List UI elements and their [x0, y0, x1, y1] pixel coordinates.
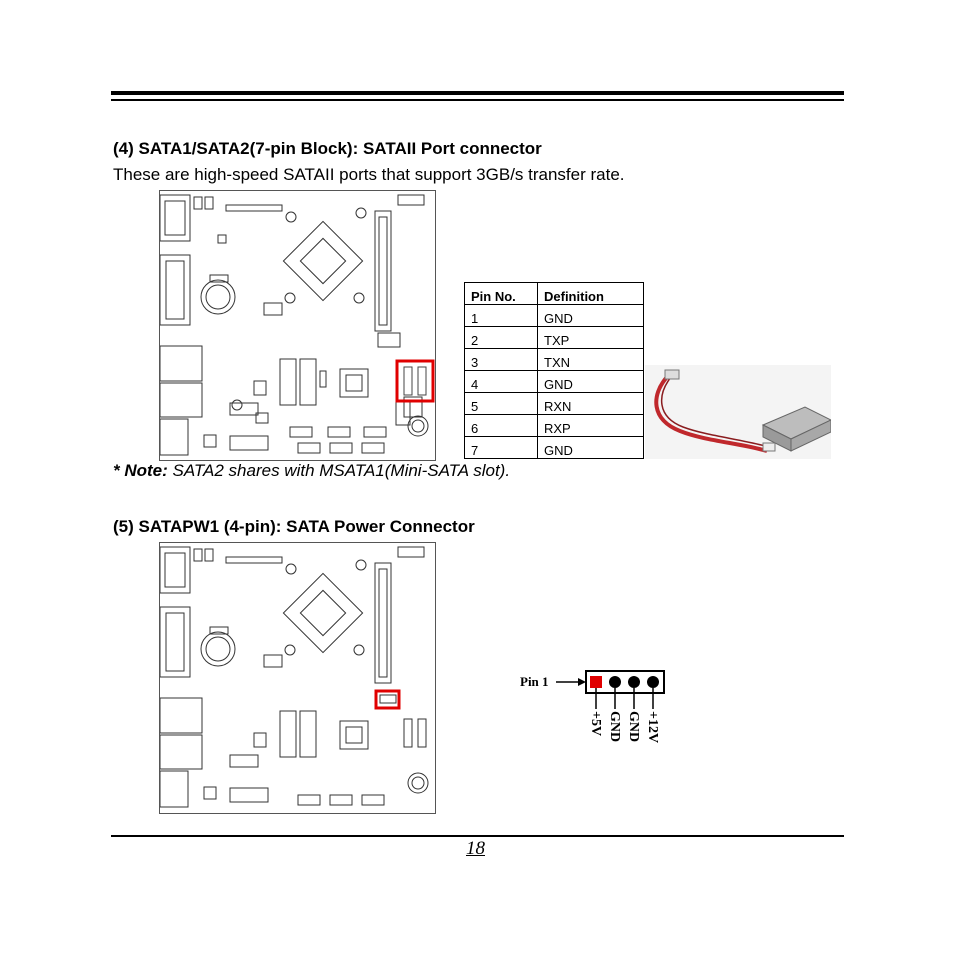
motherboard-diagram-power [159, 542, 436, 814]
pin-definition: GND [537, 370, 644, 393]
note-prefix: * Note: [113, 461, 168, 480]
footer-rule [111, 835, 844, 837]
pin-definition: RXN [537, 392, 644, 415]
pin-definition: TXP [537, 326, 644, 349]
section5-heading: (5) SATAPW1 (4-pin): SATA Power Connecto… [113, 517, 475, 536]
pin-definition: GND [537, 436, 644, 459]
motherboard-diagram-sata [159, 190, 436, 461]
pin-number: 4 [464, 370, 538, 393]
pin-number: 7 [464, 436, 538, 459]
table-header-row: Pin No. Definition [464, 282, 644, 305]
header-rule-bottom [111, 99, 844, 101]
pin-label-gnd-2: GND [626, 711, 641, 743]
pin-definition: TXN [537, 348, 644, 371]
section4-description: These are high-speed SATAII ports that s… [113, 165, 625, 184]
pin-number: 1 [464, 304, 538, 327]
pin-number: 6 [464, 414, 538, 437]
page-number: 18 [466, 838, 485, 859]
pin-number: 5 [464, 392, 538, 415]
section4-heading: (4) SATA1/SATA2(7-pin Block): SATAII Por… [113, 139, 542, 158]
header-rule-top [111, 91, 844, 95]
pin-label-12v: +12V [645, 711, 660, 744]
pin-number: 3 [464, 348, 538, 371]
sata-highlight-box [395, 359, 435, 403]
sata-cable-illustration [645, 365, 831, 459]
pin-number: 2 [464, 326, 538, 349]
table-header-pin: Pin No. [464, 282, 538, 305]
pin-definition: GND [537, 304, 644, 327]
table-header-definition: Definition [537, 282, 644, 305]
pin-definition: RXP [537, 414, 644, 437]
pin1-label: Pin 1 [520, 674, 549, 689]
pin1-square [590, 676, 602, 688]
power-connector-diagram [556, 670, 665, 709]
pin-label-5v: +5V [588, 711, 603, 737]
pin-label-gnd-1: GND [607, 711, 622, 743]
note-text: SATA2 shares with MSATA1(Mini-SATA slot)… [167, 461, 511, 480]
power-highlight-box [374, 689, 401, 710]
sata-note: * Note: SATA2 shares with MSATA1(Mini-SA… [113, 461, 510, 481]
